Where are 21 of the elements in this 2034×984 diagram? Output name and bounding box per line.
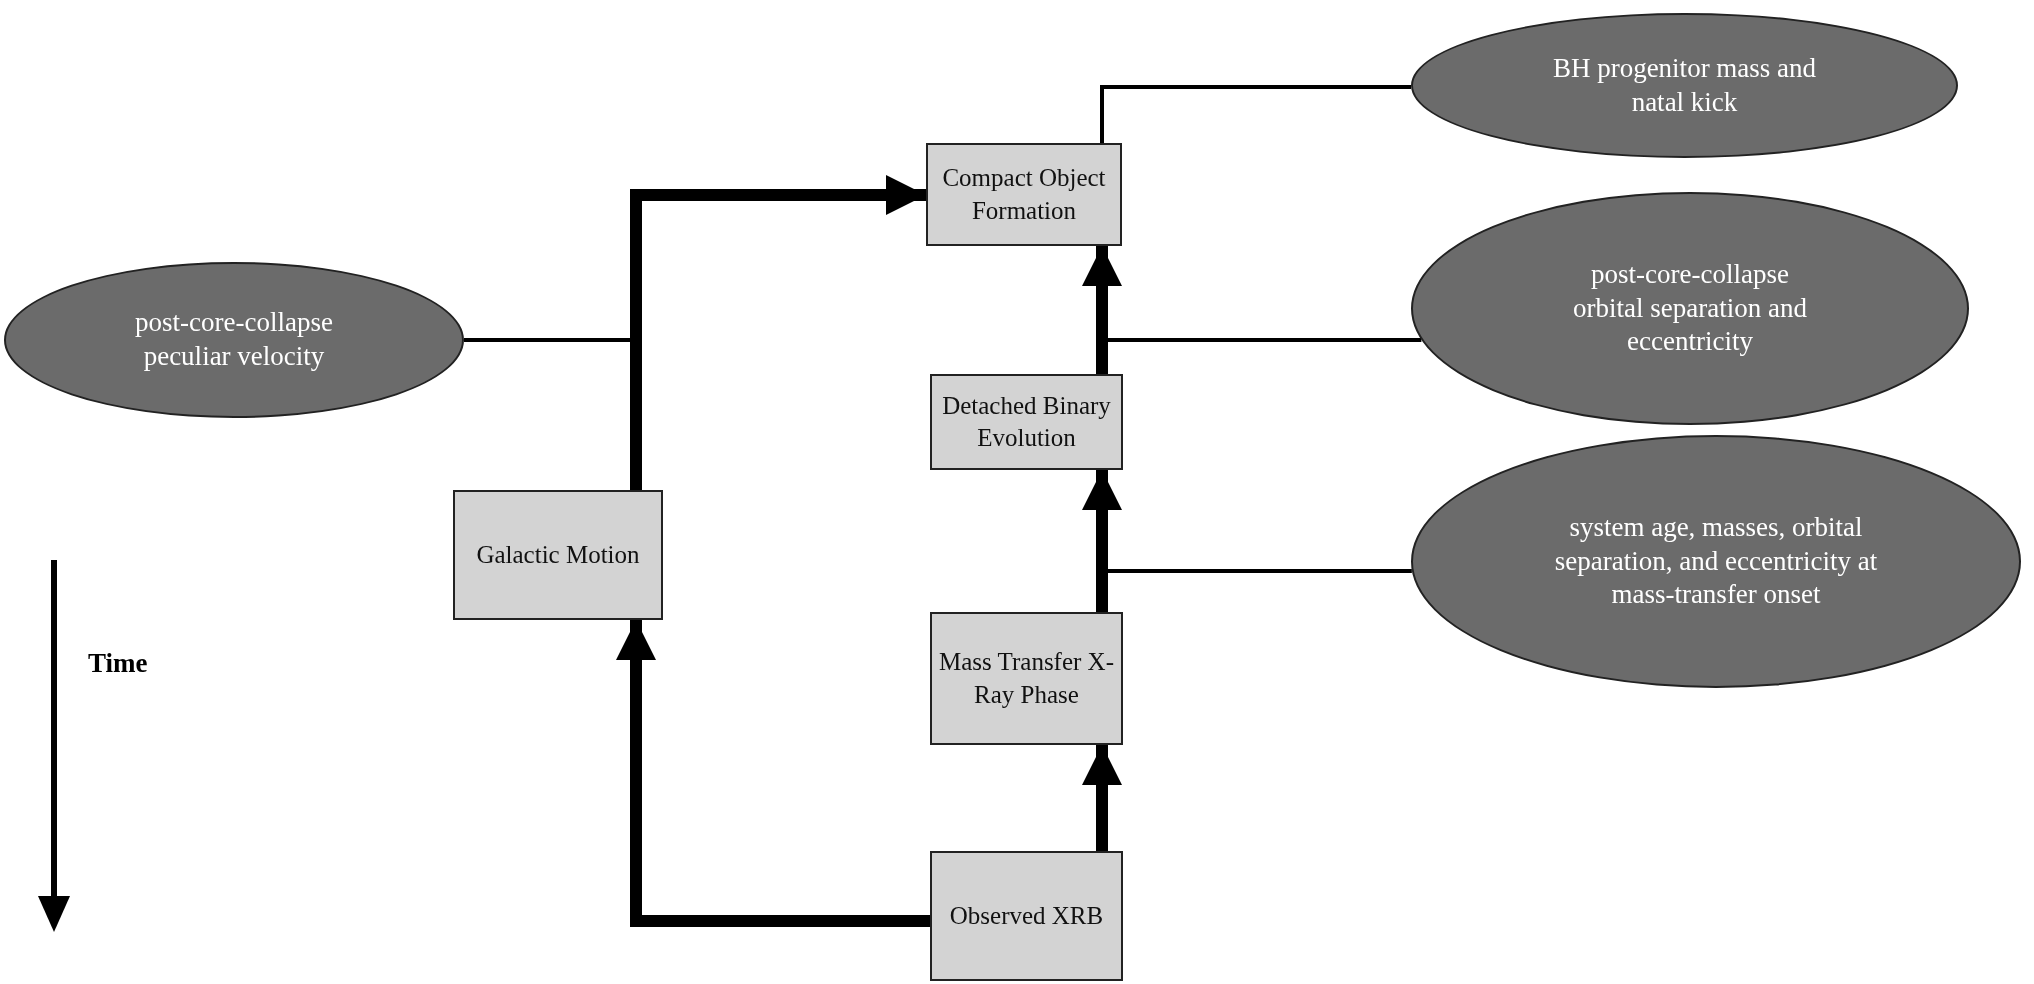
process-box	[453, 490, 663, 620]
process-box	[930, 612, 1123, 745]
process-box	[930, 374, 1123, 470]
node-text: Compact Object Formation	[941, 163, 1107, 226]
node-text: BH progenitor mass and natal kick	[1551, 51, 1818, 119]
node-text: Detached Binary Evolution	[941, 390, 1112, 453]
connector-line	[1100, 85, 1412, 143]
arrow	[1082, 246, 1122, 374]
arrow	[630, 175, 926, 490]
node-text: Observed XRB	[948, 900, 1105, 931]
node-text: post-core-collapse peculiar velocity	[134, 306, 334, 373]
arrow	[1082, 745, 1122, 851]
process-box	[930, 851, 1123, 981]
process-box	[926, 143, 1122, 246]
arrow	[1082, 470, 1122, 612]
node-text: Galactic Motion	[475, 539, 641, 570]
node-text: Mass Transfer X-Ray Phase	[938, 647, 1115, 710]
axis-label: Time	[88, 648, 148, 679]
arrow	[616, 620, 930, 927]
node-text: post-core-collapse orbital separation and eccentricity	[1572, 257, 1808, 359]
node-text: system age, masses, orbital separation, and eccentricity at mass-transfer onset	[1553, 510, 1879, 612]
